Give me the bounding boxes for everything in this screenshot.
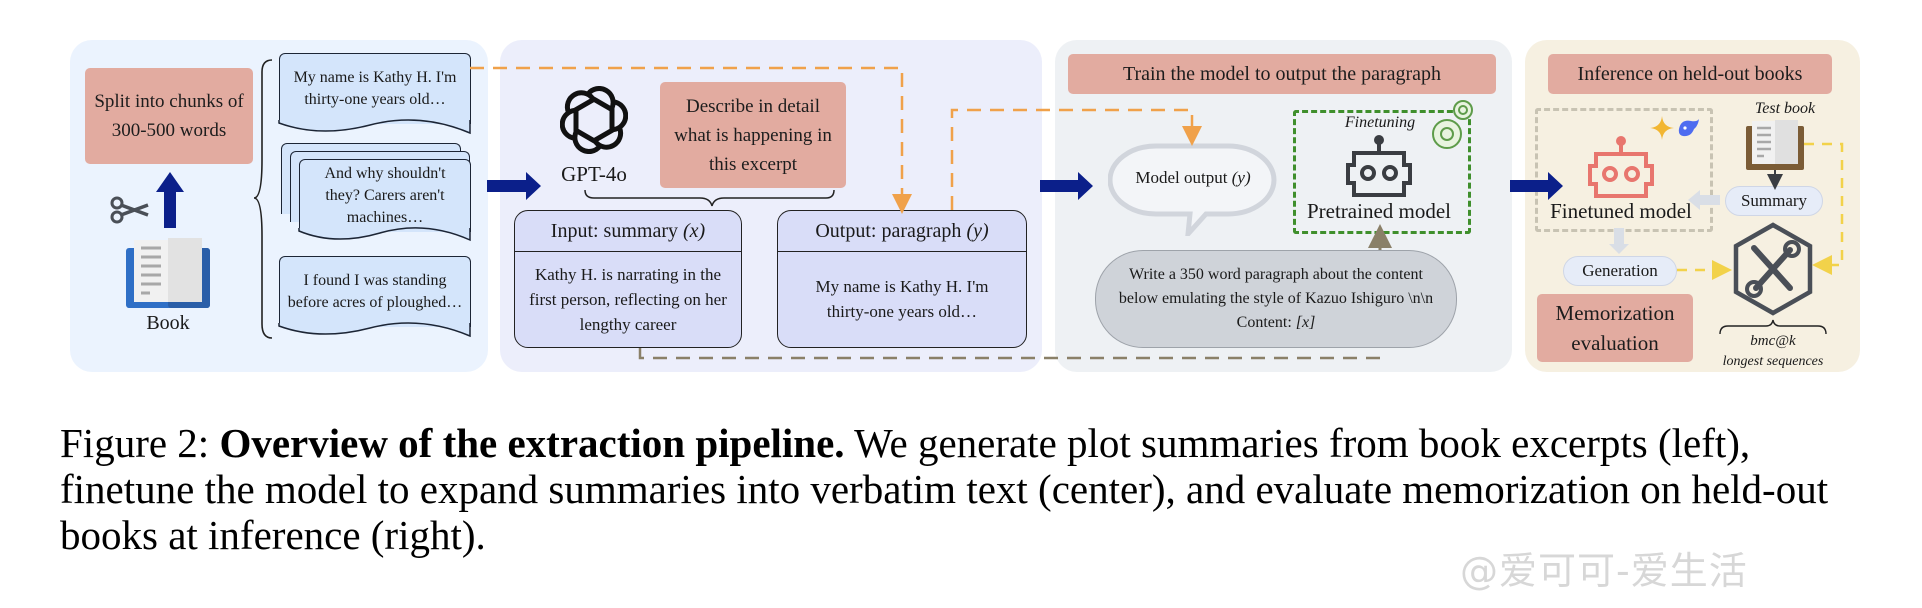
chunk-1-text: My name is Kathy H. I'm thirty-one years…: [293, 69, 457, 108]
split-instruction-box: Split into chunks of 300-500 words: [85, 68, 253, 164]
pretrained-model-label: Pretrained model: [1306, 198, 1452, 223]
chunk-2-text: And why shouldn't they? Carers aren't ma…: [324, 165, 446, 226]
chunk-3: I found I was standing before acres of p…: [279, 256, 471, 327]
describe-prompt-box: Describe in detail what is happening in …: [660, 82, 846, 188]
input-summary-box: Input: summary (x) Kathy H. is narrating…: [514, 210, 742, 348]
model-output-text: Model output: [1135, 168, 1228, 187]
generation-pill: Generation: [1563, 256, 1677, 286]
output-paragraph-text: My name is Kathy H. I'm thirty-one years…: [815, 277, 989, 321]
inference-title-box: Inference on held-out books: [1548, 54, 1832, 94]
finetuned-robot-icon: [1582, 136, 1660, 202]
output-var: (y): [966, 219, 989, 242]
chunk-1: My name is Kathy H. I'm thirty-one years…: [279, 53, 471, 124]
caption-label: Figure 2:: [60, 420, 210, 466]
whale-icon: [1677, 117, 1701, 139]
inference-title-text: Inference on held-out books: [1577, 62, 1803, 85]
memorization-eval-text: Memorization evaluation: [1555, 301, 1675, 355]
input-header-text: Input: summary: [550, 219, 678, 242]
sparkle-icon: [1650, 116, 1674, 140]
model-output-var: (y): [1231, 168, 1251, 187]
train-prompt-body: Write a 350 word paragraph about the con…: [1118, 266, 1434, 331]
metric-longest-label: longest sequences: [1722, 354, 1824, 369]
summary-pill: Summary: [1725, 186, 1823, 216]
test-book-icon: [1746, 120, 1804, 170]
train-prompt-text: Write a 350 word paragraph about the con…: [1096, 263, 1456, 335]
output-paragraph-box: Output: paragraph (y) My name is Kathy H…: [777, 210, 1027, 348]
chunk-2: And why shouldn't they? Carers aren't ma…: [299, 159, 471, 232]
book-label: Book: [146, 311, 190, 334]
output-paragraph-header: Output: paragraph (y): [778, 211, 1026, 252]
book-icon: [126, 238, 210, 308]
split-instruction-text: Split into chunks of 300-500 words: [94, 91, 244, 141]
finetuning-label: Finetuning: [1344, 114, 1416, 131]
tools-hexagon-icon: [1732, 222, 1814, 316]
test-book-label: Test book: [1754, 100, 1816, 117]
memorization-eval-box: Memorization evaluation: [1537, 294, 1693, 362]
train-title-text: Train the model to output the paragraph: [1122, 62, 1442, 85]
finetuned-model-label: Finetuned model: [1550, 198, 1692, 223]
output-header-text: Output: paragraph: [815, 219, 962, 242]
generation-pill-text: Generation: [1582, 261, 1658, 280]
scissors-icon: [110, 196, 150, 224]
caption-bold: Overview of the extraction pipeline.: [219, 420, 845, 466]
input-summary-text: Kathy H. is narrating in the first perso…: [529, 265, 727, 334]
gpt4o-label: GPT-4o: [561, 161, 627, 186]
caption-text: We generate plot summaries from book exc…: [60, 420, 1829, 558]
openai-logo-icon: [559, 86, 629, 154]
input-var: (x): [683, 219, 706, 242]
watermark: @爱可可-爱生活: [1460, 549, 1748, 593]
robot-icon: [1340, 135, 1418, 201]
summary-pill-text: Summary: [1740, 191, 1808, 210]
metric-bmc-label: bmc@k: [1750, 332, 1796, 349]
model-output-label: Model output (y): [1118, 160, 1268, 196]
gears-icon: [1428, 98, 1478, 156]
train-prompt-pill: Write a 350 word paragraph about the con…: [1095, 250, 1457, 348]
describe-prompt-text: Describe in detail what is happening in …: [674, 95, 832, 175]
input-summary-header: Input: summary (x): [515, 211, 741, 252]
finetuned-frame: [1535, 108, 1713, 232]
arrow-up-icon: [155, 172, 185, 228]
train-title-box: Train the model to output the paragraph: [1068, 54, 1496, 94]
chunk-3-text: I found I was standing before acres of p…: [287, 272, 463, 311]
train-prompt-var: [x]: [1295, 314, 1316, 331]
figure-caption: Figure 2: Overview of the extraction pip…: [60, 420, 1880, 558]
